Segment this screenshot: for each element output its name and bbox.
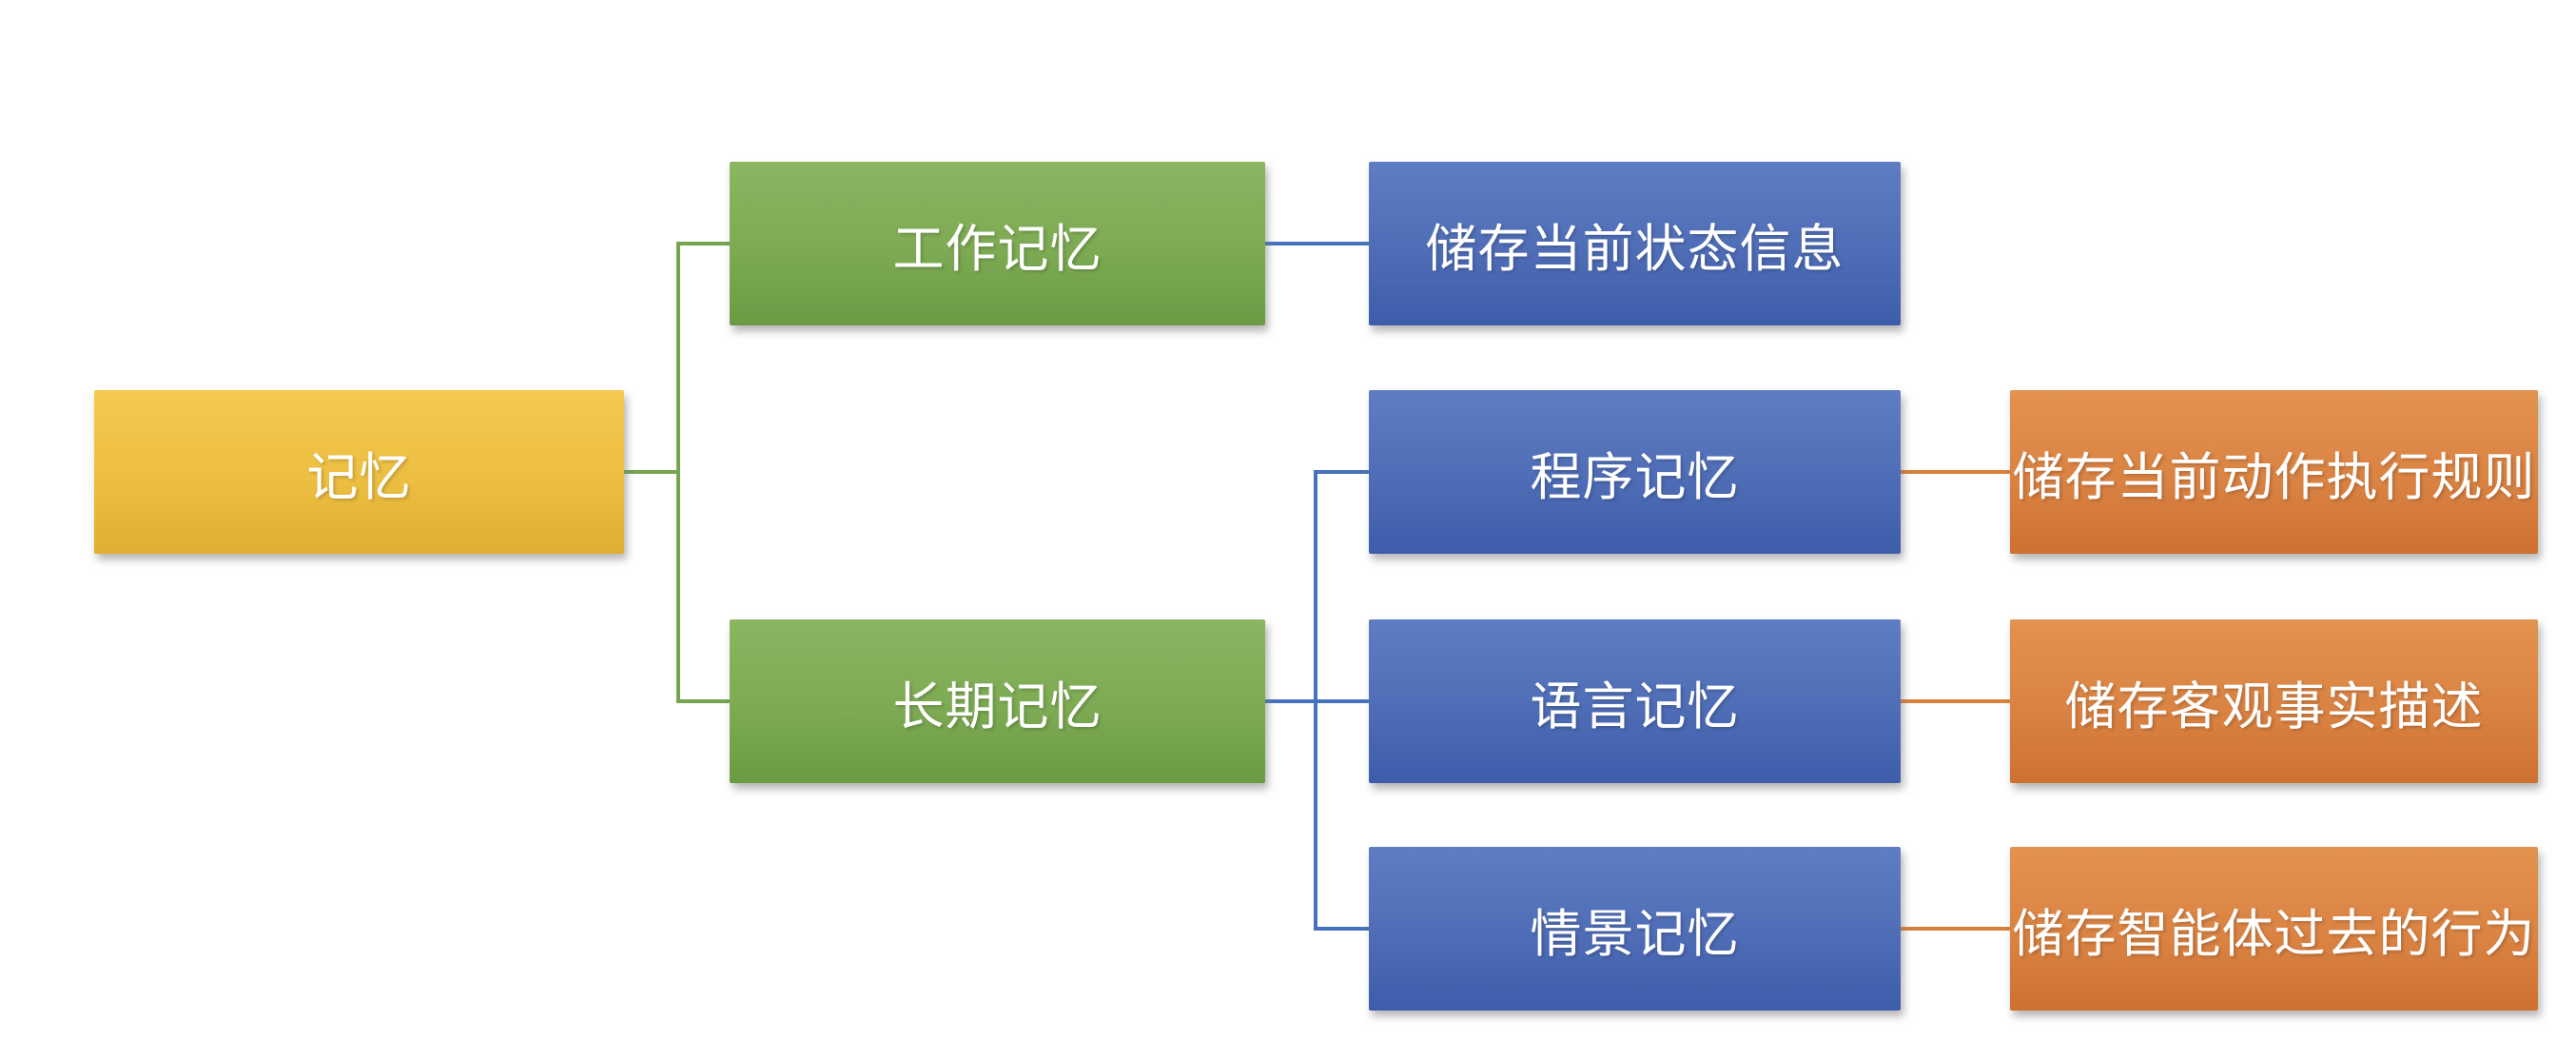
node-episodic-memory-label: 情景记忆: [1530, 905, 1740, 963]
node-fact-descriptions-label: 储存客观事实描述: [2064, 677, 2484, 736]
node-action-rules-label: 储存当前动作执行规则: [2012, 448, 2536, 506]
node-memory-root: 记忆: [94, 390, 624, 554]
node-state-info: 储存当前状态信息: [1369, 162, 1901, 325]
node-procedural-memory: 程序记忆: [1369, 390, 1901, 554]
node-past-behavior-label: 储存智能体过去的行为: [2012, 905, 2536, 963]
node-longterm-memory-label: 长期记忆: [892, 677, 1103, 736]
node-state-info-label: 储存当前状态信息: [1425, 220, 1844, 278]
connector-longterm-to-children: [1265, 470, 1369, 931]
node-working-memory-label: 工作记忆: [892, 220, 1103, 278]
node-past-behavior: 储存智能体过去的行为: [2010, 847, 2538, 1011]
node-working-memory: 工作记忆: [730, 162, 1265, 325]
node-memory-root-label: 记忆: [306, 448, 412, 506]
connector-root-to-children: [624, 242, 730, 703]
node-longterm-memory: 长期记忆: [730, 619, 1265, 783]
node-action-rules: 储存当前动作执行规则: [2010, 390, 2538, 554]
node-fact-descriptions: 储存客观事实描述: [2010, 619, 2538, 783]
node-language-memory-label: 语言记忆: [1530, 677, 1740, 736]
node-procedural-memory-label: 程序记忆: [1530, 448, 1740, 506]
node-episodic-memory: 情景记忆: [1369, 847, 1901, 1011]
node-language-memory: 语言记忆: [1369, 619, 1901, 783]
